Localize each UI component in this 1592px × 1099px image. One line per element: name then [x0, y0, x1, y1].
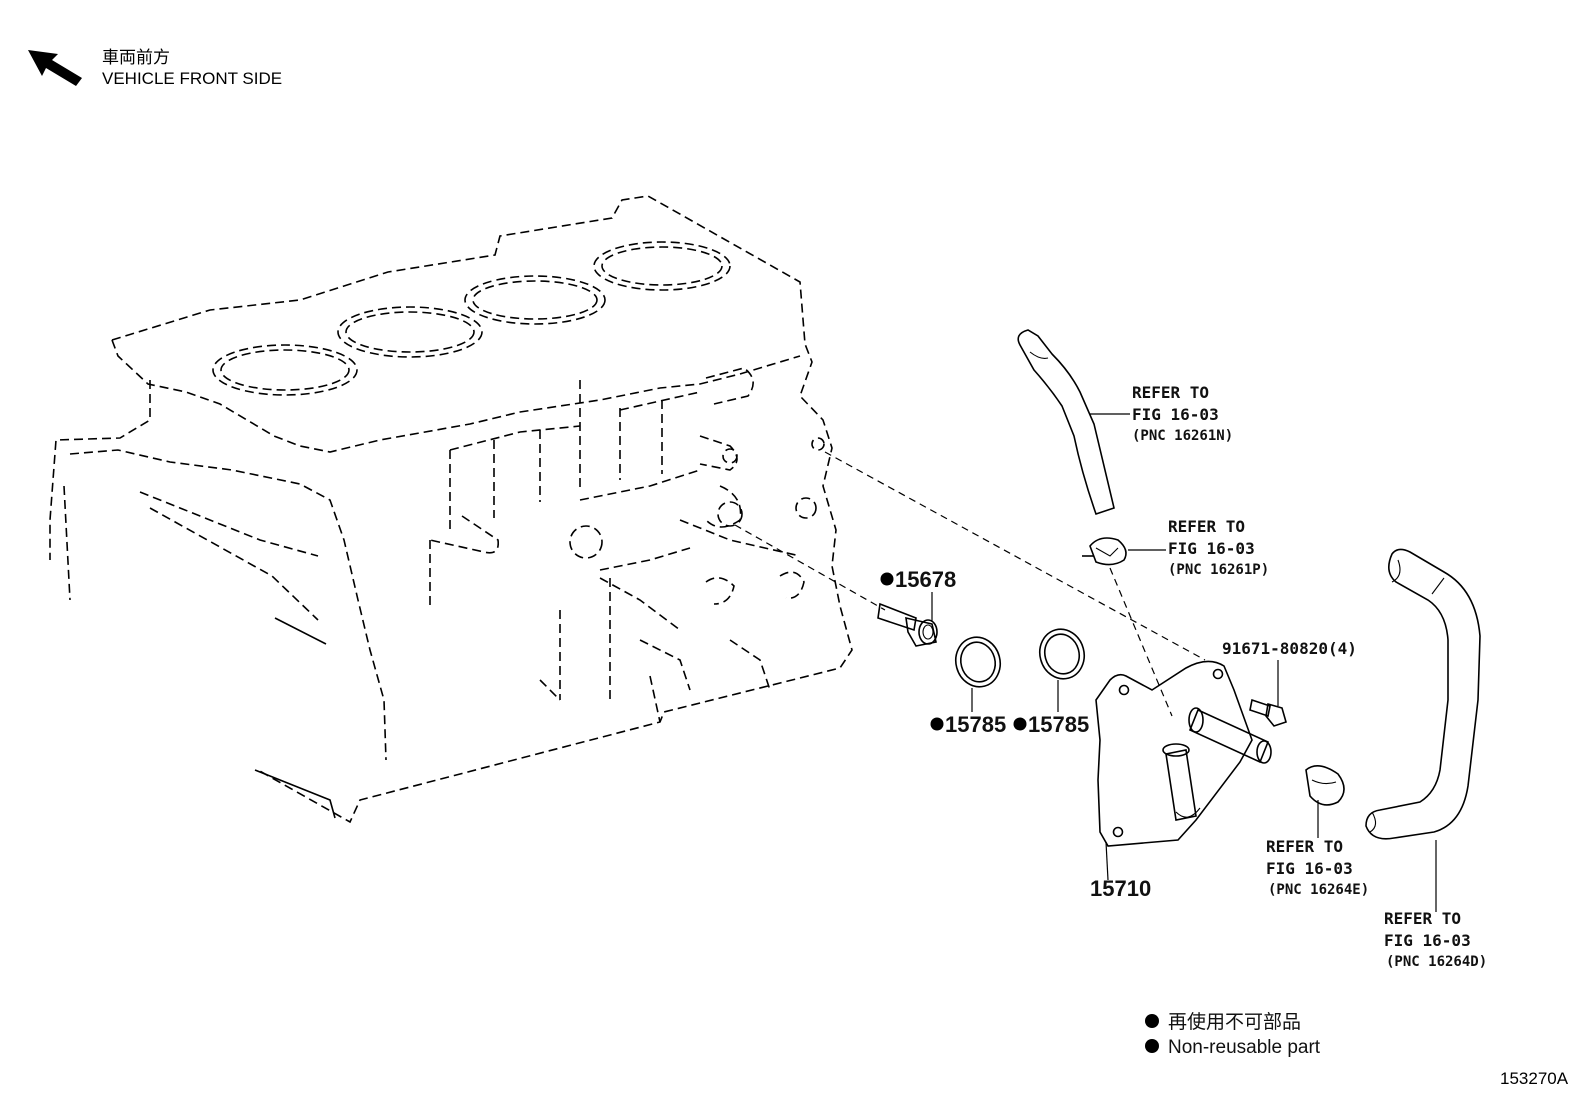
leader-clamp-to-cooler [1109, 567, 1173, 717]
ref-16264d-line2: FIG 16-03 [1384, 931, 1471, 950]
part-15785-o-ring-1 [954, 636, 1002, 688]
leader-15710 [1105, 841, 1109, 881]
front-label-jp: 車両前方 [102, 48, 170, 67]
ref-16264d-line1: REFER TO [1384, 909, 1461, 928]
arrow-up-left-icon [28, 50, 82, 86]
part-number-15678: 15678 [895, 567, 956, 592]
figure-id: 153270A [1500, 1069, 1569, 1088]
part-15785-o-ring-2 [1038, 628, 1086, 680]
front-label-en: VEHICLE FRONT SIDE [102, 69, 282, 88]
ref-16264d-line3: (PNC 16264D) [1386, 954, 1487, 970]
ref-16261n-line1: REFER TO [1132, 383, 1209, 402]
part-91671-bolt [1249, 698, 1287, 727]
hose-16261n [1017, 329, 1115, 516]
ref-16264e-line3: (PNC 16264E) [1268, 882, 1369, 898]
ref-16261n-line2: FIG 16-03 [1132, 405, 1219, 424]
legend-jp: 再使用不可部品 [1168, 1011, 1301, 1033]
filled-circle-icon [1145, 1014, 1159, 1028]
leader-block-to-15678 [734, 524, 886, 611]
non-reusable-marker [1013, 717, 1027, 731]
ref-16261p-line1: REFER TO [1168, 517, 1245, 536]
non-reusable-marker [880, 572, 894, 586]
vehicle-front-indicator: 車両前方 VEHICLE FRONT SIDE [28, 48, 282, 88]
ref-16261n-line3: (PNC 16261N) [1132, 428, 1233, 444]
part-number-15710: 15710 [1090, 876, 1151, 901]
clamp-16261p [1082, 537, 1127, 566]
leader-block-to-cooler [824, 451, 1206, 661]
part-15678-union [877, 602, 938, 647]
legend: 再使用不可部品 Non-reusable part [1145, 1011, 1321, 1058]
part-number-91671: 91671-80820(4) [1222, 639, 1357, 658]
legend-en: Non-reusable part [1168, 1037, 1321, 1058]
clamp-16264e [1305, 765, 1345, 806]
ref-16264e-line2: FIG 16-03 [1266, 859, 1353, 878]
part-number-15785-1: 15785 [945, 712, 1006, 737]
hose-16264d [1365, 548, 1481, 840]
filled-circle-icon [1145, 1039, 1159, 1053]
part-15710-oil-cooler [1095, 660, 1272, 847]
part-number-15785-2: 15785 [1028, 712, 1089, 737]
ref-16261p-line2: FIG 16-03 [1168, 539, 1255, 558]
ref-16264e-line1: REFER TO [1266, 837, 1343, 856]
non-reusable-marker [930, 717, 944, 731]
ref-16261p-line3: (PNC 16261P) [1168, 562, 1269, 578]
engine-block-outline [49, 195, 853, 824]
